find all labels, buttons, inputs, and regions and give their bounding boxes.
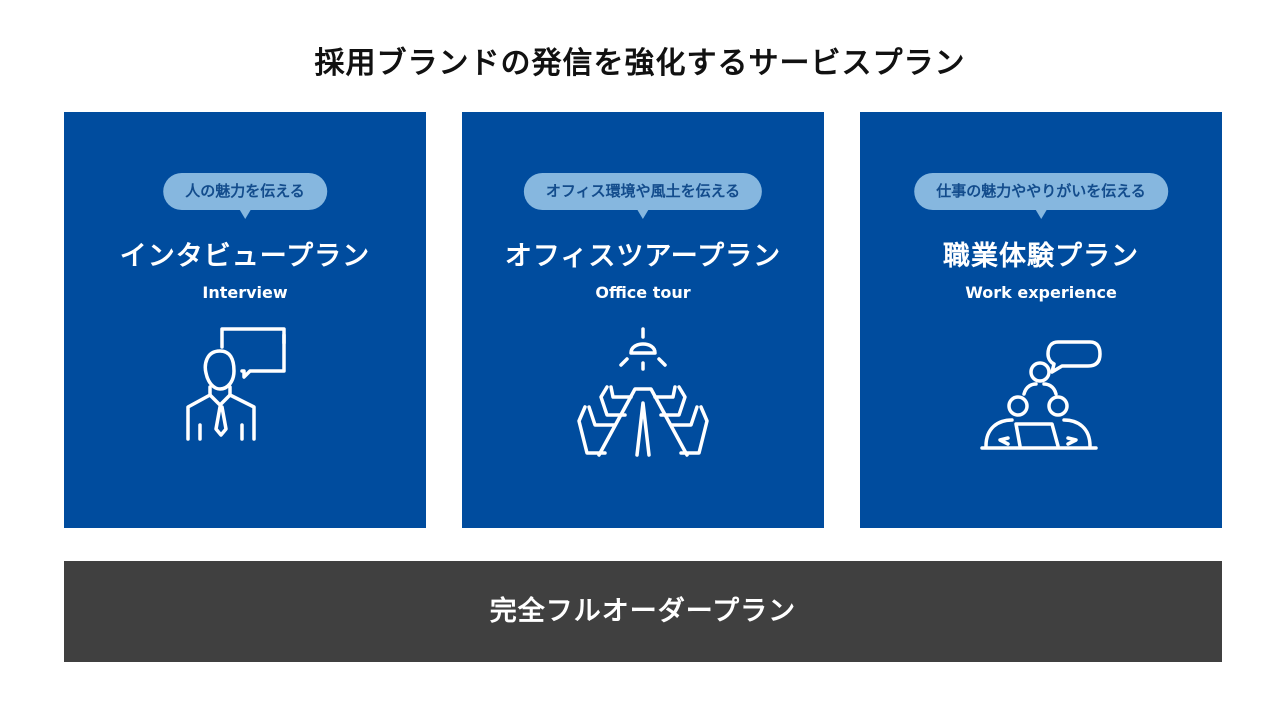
plan-tag: 人の魅力を伝える (163, 173, 327, 219)
plan-tag: 仕事の魅力ややりがいを伝える (914, 173, 1168, 219)
plan-name: 職業体験プラン (943, 241, 1139, 272)
page-title: 採用ブランドの発信を強化するサービスプラン (314, 46, 966, 81)
meeting-room-icon (575, 325, 711, 465)
plan-card-office-tour[interactable]: オフィス環境や風土を伝える オフィスツアープラン Office tour (462, 112, 824, 528)
plan-card-interview[interactable]: 人の魅力を伝える インタビュープラン Interview (64, 112, 426, 528)
team-discussion-icon (978, 336, 1102, 458)
interview-icon (184, 325, 288, 447)
plan-tag: オフィス環境や風土を伝える (523, 173, 763, 219)
plan-name: オフィスツアープラン (504, 241, 782, 272)
plan-card-work-experience[interactable]: 仕事の魅力ややりがいを伝える 職業体験プラン Work experience (860, 112, 1222, 528)
plan-english-name: Work experience (965, 283, 1117, 302)
plan-english-name: Office tour (595, 283, 691, 302)
full-order-plan-banner[interactable]: 完全フルオーダープラン (64, 561, 1222, 662)
plan-name: インタビュープラン (119, 241, 371, 272)
plan-english-name: Interview (202, 283, 288, 302)
